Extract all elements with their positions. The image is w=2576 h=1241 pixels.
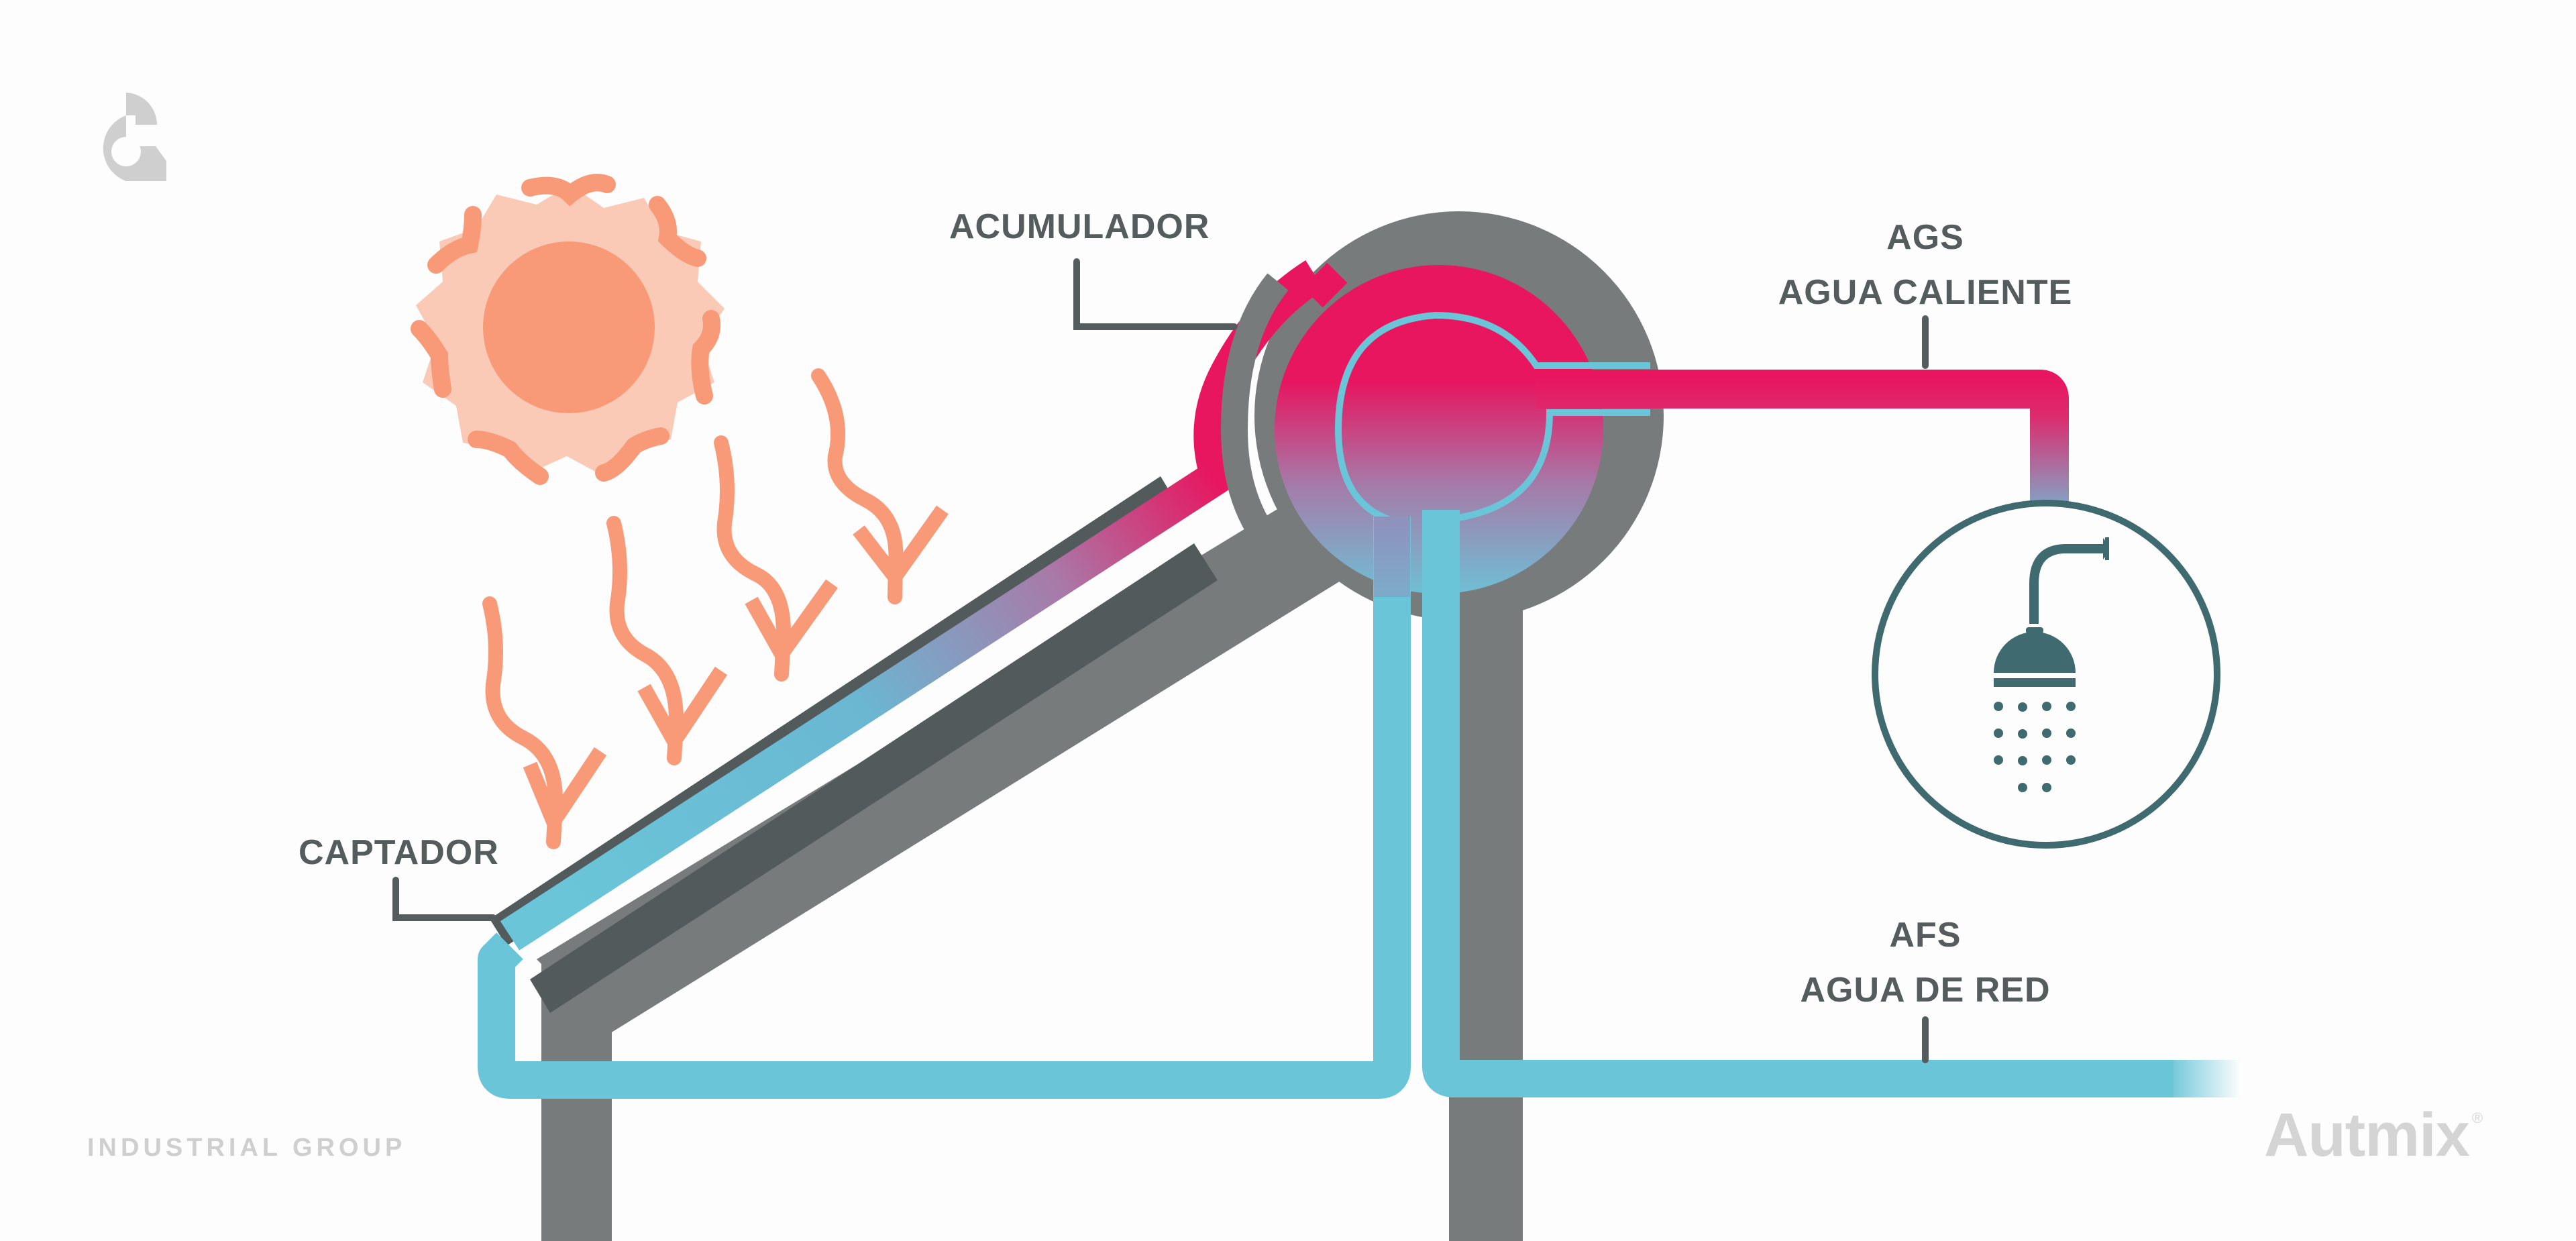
afs-name: AGUA DE RED	[1800, 971, 2051, 1010]
ags-code: AGS	[1886, 218, 1964, 257]
heat-wave-arrow-icon	[482, 368, 904, 849]
cold-return-pipe	[478, 517, 1411, 1099]
brand-name: Autmix	[2264, 1101, 2470, 1169]
industrial-group-tagline: INDUSTRIAL GROUP	[87, 1134, 407, 1162]
autmix-logo-icon	[103, 93, 166, 181]
shower-icon	[1872, 500, 2220, 849]
autmix-brand-logo: Autmix®	[2264, 1100, 2483, 1171]
ags-name: AGUA CALIENTE	[1778, 273, 2073, 312]
registered-mark: ®	[2471, 1110, 2483, 1126]
afs-cold-water-pipe	[1422, 510, 2174, 1097]
acumulador-label: ACUMULADOR	[949, 207, 1210, 246]
afs-label: AFS AGUA DE RED	[1800, 918, 2050, 1008]
captador-label: CAPTADOR	[299, 833, 499, 872]
ags-label: AGS AGUA CALIENTE	[1778, 220, 2073, 310]
leader-lines	[392, 258, 1929, 1063]
ags-hot-water-pipe	[1536, 370, 2069, 503]
afs-code: AFS	[1889, 916, 1962, 955]
sun-icon	[411, 174, 724, 485]
